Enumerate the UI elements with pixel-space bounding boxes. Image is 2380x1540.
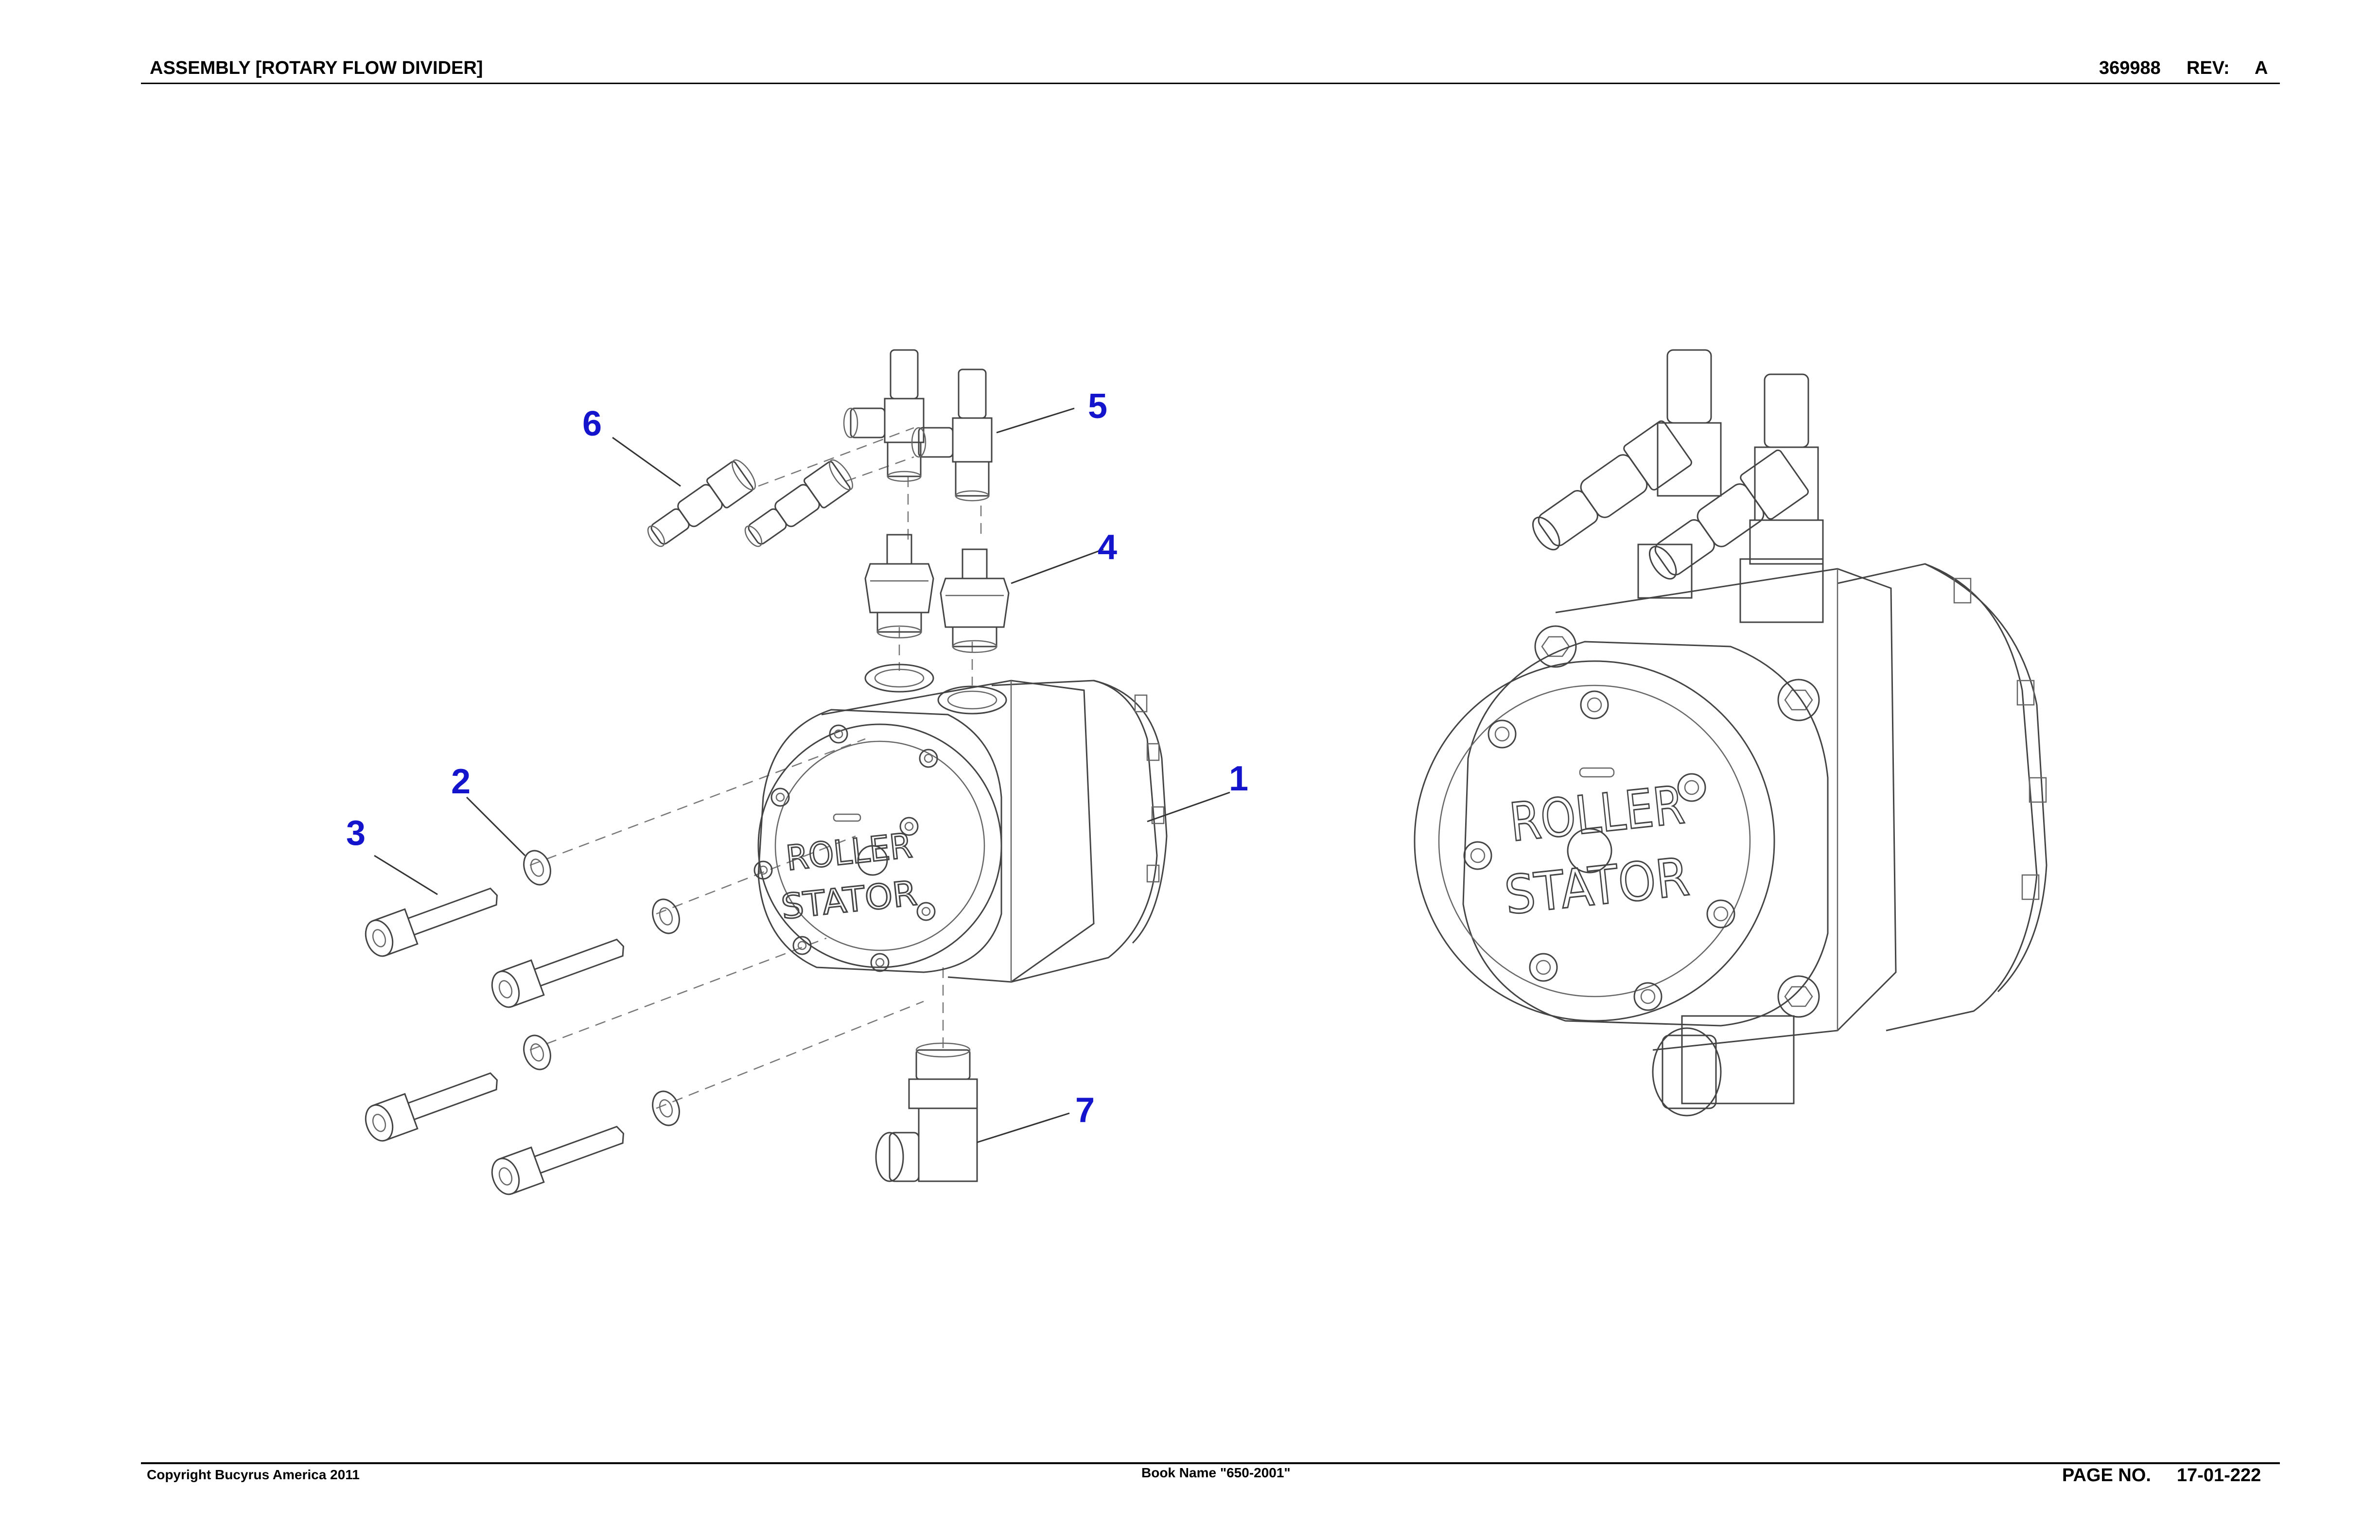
header-rule — [141, 83, 2280, 84]
motor-label-roller: ROLLER — [784, 825, 914, 878]
elbow-45-fittings — [647, 459, 853, 547]
assembled-label-stator: STATOR — [1502, 847, 1692, 927]
callout-6: 6 — [582, 404, 602, 443]
callout-7: 7 — [1075, 1091, 1095, 1130]
assembled-cover-bolts — [1463, 690, 1735, 1011]
footer-rule — [141, 1462, 2280, 1464]
callout-3: 3 — [346, 814, 366, 853]
lock-washers — [523, 850, 680, 1126]
page-number-label: PAGE NO. — [2062, 1465, 2151, 1486]
assembled-tees — [1657, 349, 1824, 565]
tee-fittings — [843, 349, 993, 502]
part-number: 369988 — [2099, 58, 2161, 78]
flow-divider-body: ROLLER STATOR — [753, 664, 1168, 983]
callout-5: 5 — [1088, 387, 1107, 426]
book-name: Book Name "650-2001" — [1141, 1465, 1291, 1480]
elbow-90-fitting — [875, 1042, 978, 1182]
leader-lines — [374, 407, 1230, 1143]
assembled-view: ROLLER STATOR — [1414, 349, 2048, 1117]
cap-screws — [365, 887, 624, 1195]
callout-4: 4 — [1098, 528, 1117, 567]
page-number-value: 17-01-222 — [2177, 1465, 2261, 1486]
rev-value: A — [2255, 58, 2268, 78]
assembled-label-roller: ROLLER — [1507, 775, 1687, 854]
motor-label-stator: STATOR — [779, 873, 919, 927]
rev-label: REV: — [2187, 58, 2230, 78]
exploded-view: ROLLER STATOR — [346, 349, 1248, 1195]
callout-1: 1 — [1229, 759, 1248, 798]
straight-adapters — [864, 534, 1010, 653]
assembled-bottom-elbow — [1652, 1015, 1795, 1117]
copyright-text: Copyright Bucyrus America 2011 — [147, 1467, 360, 1482]
drawing-title: ASSEMBLY [ROTARY FLOW DIVIDER] — [150, 58, 483, 78]
callout-2: 2 — [451, 762, 471, 801]
